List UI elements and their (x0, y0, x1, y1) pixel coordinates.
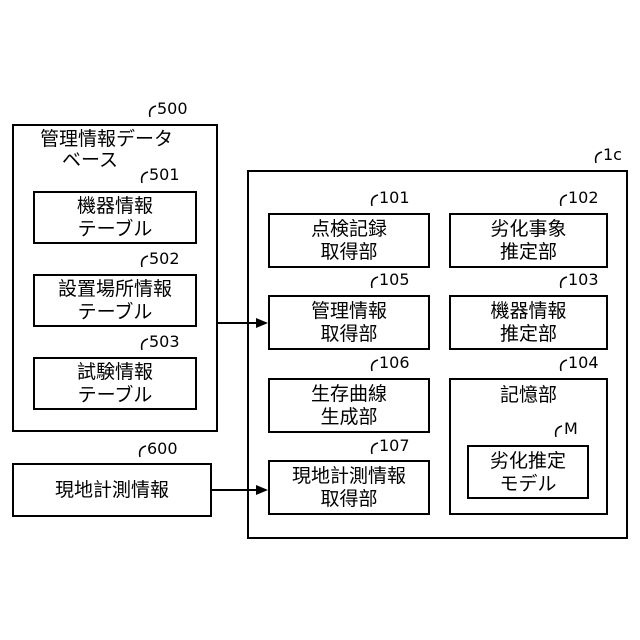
field-to-measurement-acquisition-arrowhead (256, 485, 268, 495)
db-to-management-acquisition-arrowhead (256, 318, 268, 328)
